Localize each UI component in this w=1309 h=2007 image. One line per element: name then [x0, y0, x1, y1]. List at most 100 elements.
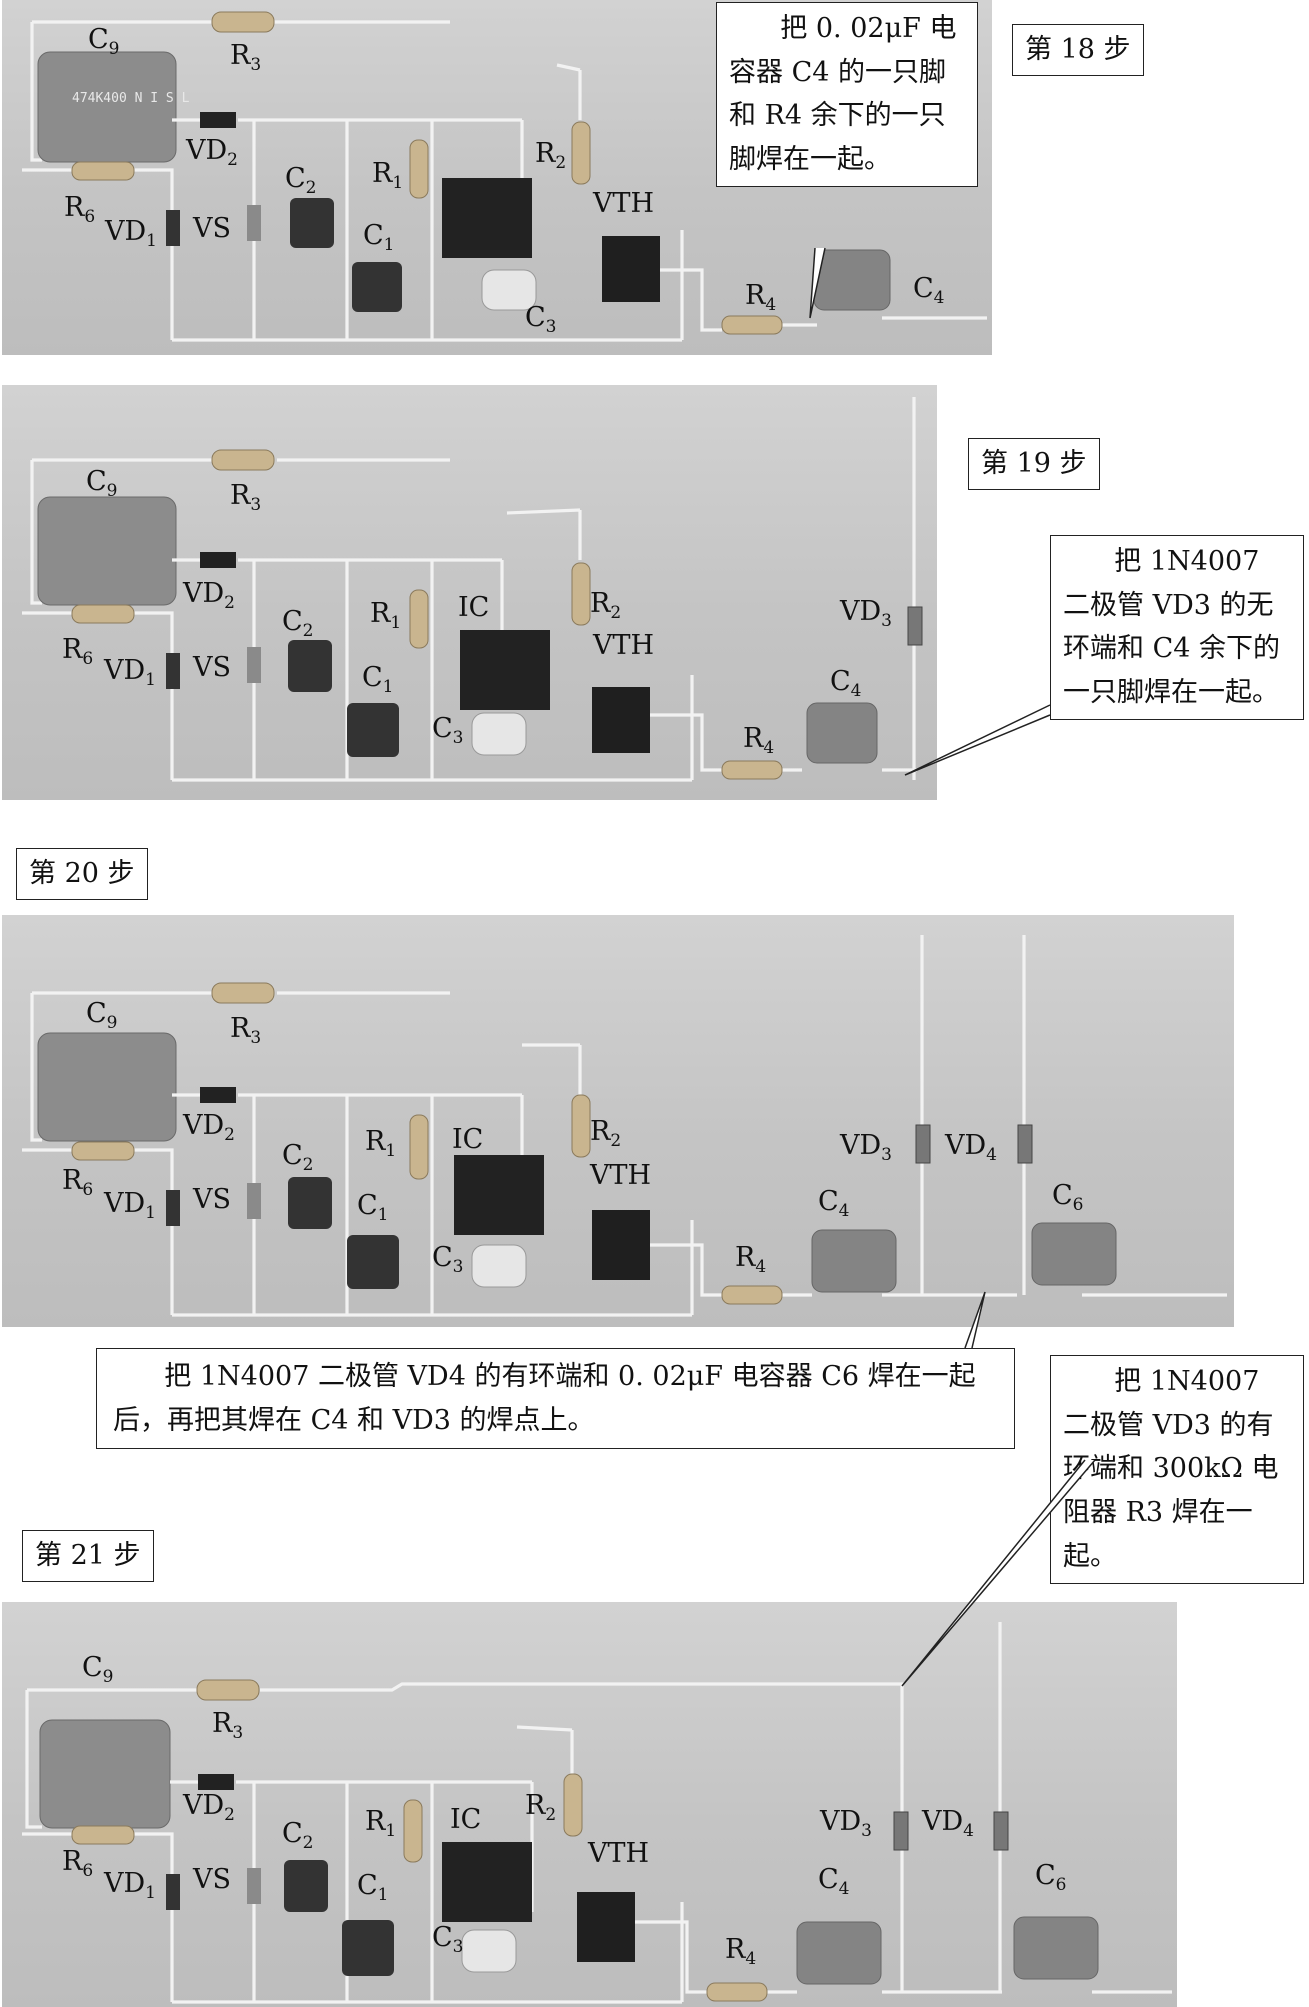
capacitor-c4 [806, 702, 878, 764]
step18-label: 第 18 步 [1012, 24, 1144, 76]
label-c4: C4 [913, 273, 945, 308]
label-vd4: VD4 [922, 1806, 974, 1841]
label-ic: IC [450, 1804, 482, 1835]
capacitor-c1 [352, 262, 402, 312]
capacitor-c6 [1031, 1222, 1117, 1286]
resistor-r6 [71, 604, 135, 624]
diode-vd1 [166, 1190, 180, 1226]
label-r6: R6 [62, 1846, 94, 1881]
label-r1: R1 [365, 1126, 397, 1161]
zener-vs [247, 1183, 261, 1219]
capacitor-c4 [813, 249, 891, 311]
diode-vd1 [166, 210, 180, 246]
label-r1: R1 [372, 158, 404, 193]
label-c2: C2 [285, 163, 317, 198]
label-c2: C2 [282, 606, 314, 641]
resistor-r2 [571, 121, 591, 185]
label-vd1: VD1 [104, 1868, 156, 1903]
zener-vs [247, 647, 261, 683]
capacitor-c6 [1013, 1916, 1099, 1980]
step20-callout: 把 1N4007 二极管 VD4 的有环端和 0. 02μF 电容器 C6 焊在… [96, 1348, 1015, 1450]
label-r3: R3 [230, 480, 262, 515]
label-vd2: VD2 [183, 578, 235, 613]
label-vd3: VD3 [820, 1806, 872, 1841]
step19-circuit [22, 397, 923, 782]
label-vd1: VD1 [105, 216, 157, 251]
capacitor-c9 [37, 51, 177, 163]
label-r6: R6 [62, 1165, 94, 1200]
capacitor-c3 [461, 1929, 517, 1973]
label-c2: C2 [282, 1818, 314, 1853]
capacitor-c9 [37, 496, 177, 606]
label-c3: C3 [525, 302, 557, 337]
diode-vd1 [166, 1874, 180, 1910]
transistor-vth [602, 236, 660, 302]
label-vd2: VD2 [186, 135, 238, 170]
label-vth: VTH [593, 630, 655, 661]
step18-circuit: 474K400 N I S L [22, 11, 987, 342]
label-vd1: VD1 [104, 655, 156, 690]
diode-vd2 [200, 112, 236, 128]
zener-vs [247, 1868, 261, 1904]
resistor-r2 [563, 1773, 583, 1837]
capacitor-c4 [796, 1921, 882, 1985]
diode-vd2 [200, 552, 236, 568]
label-vth: VTH [590, 1160, 652, 1191]
label-r2: R2 [590, 1116, 622, 1151]
ic-chip [442, 178, 532, 258]
svg-text:474K400 N I S L: 474K400 N I S L [72, 91, 190, 106]
step21-circuit [22, 1622, 1172, 2004]
ic-chip [460, 630, 550, 710]
label-r2: R2 [535, 138, 567, 173]
step21-callout: 把 1N4007 二极管 VD3 的有环端和 300kΩ 电阻器 R3 焊在一起… [1050, 1355, 1304, 1584]
resistor-r1 [409, 1114, 429, 1180]
step20-photo [2, 915, 1234, 1327]
label-c3: C3 [432, 713, 464, 748]
diode-vd3 [893, 1811, 909, 1851]
resistor-r1 [409, 139, 429, 199]
capacitor-c4 [811, 1229, 897, 1293]
label-vd3: VD3 [840, 596, 892, 631]
label-c9: C9 [88, 24, 120, 59]
label-r4: R4 [735, 1242, 767, 1277]
capacitor-c3 [471, 1244, 527, 1288]
resistor-r1 [409, 589, 429, 649]
label-c6: C6 [1052, 1180, 1084, 1215]
capacitor-c1 [342, 1920, 394, 1976]
label-c1: C1 [363, 220, 395, 255]
label-vth: VTH [593, 188, 655, 219]
label-vd2: VD2 [183, 1110, 235, 1145]
capacitor-c9 [37, 1032, 177, 1142]
resistor-r6 [71, 1825, 135, 1845]
diode-vd2 [200, 1087, 236, 1103]
label-r3: R3 [230, 40, 262, 75]
resistor-r6 [71, 161, 135, 181]
label-c1: C1 [357, 1190, 389, 1225]
label-vs: VS [193, 652, 231, 683]
resistor-r2 [571, 562, 591, 626]
capacitor-c1 [347, 1235, 399, 1289]
label-vd3: VD3 [840, 1130, 892, 1165]
label-c1: C1 [362, 662, 394, 697]
resistor-r3 [211, 449, 275, 471]
capacitor-c2 [288, 1177, 332, 1229]
zener-vs [247, 205, 261, 241]
label-r6: R6 [62, 634, 94, 669]
label-r3: R3 [212, 1708, 244, 1743]
label-r2: R2 [590, 588, 622, 623]
label-c4: C4 [818, 1864, 850, 1899]
step21-label: 第 21 步 [22, 1530, 154, 1582]
label-r4: R4 [743, 723, 775, 758]
label-c4: C4 [830, 666, 862, 701]
label-c3: C3 [432, 1242, 464, 1277]
label-r4: R4 [745, 280, 777, 315]
capacitor-c2 [290, 198, 334, 248]
label-r1: R1 [370, 598, 402, 633]
label-vd2: VD2 [183, 1790, 235, 1825]
label-vs: VS [193, 1864, 231, 1895]
label-c6: C6 [1035, 1860, 1067, 1895]
resistor-r3 [211, 11, 275, 33]
label-c3: C3 [432, 1922, 464, 1957]
step18-callout: 把 0. 02μF 电容器 C4 的一只脚和 R4 余下的一只脚焊在一起。 [716, 2, 978, 187]
label-c2: C2 [282, 1140, 314, 1175]
